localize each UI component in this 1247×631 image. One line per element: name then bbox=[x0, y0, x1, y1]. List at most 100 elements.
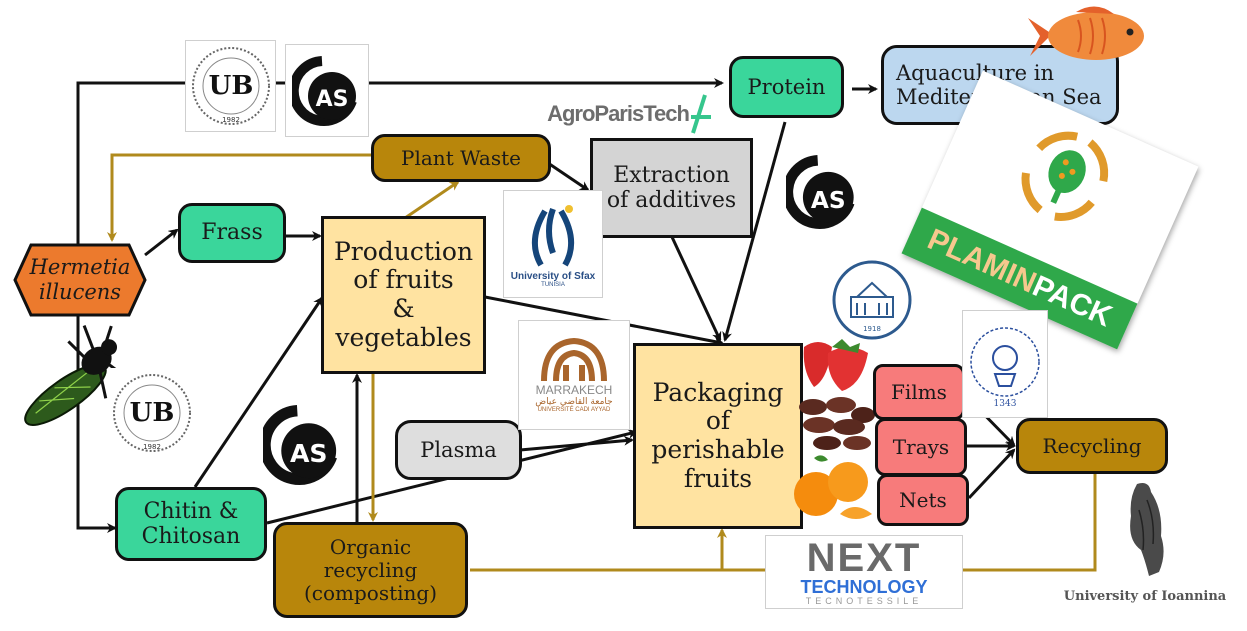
packaging-line1: Packaging bbox=[652, 377, 784, 407]
films-node[interactable]: Films bbox=[873, 364, 965, 420]
svg-text:1982: 1982 bbox=[222, 116, 240, 124]
oranges-icon bbox=[794, 455, 872, 519]
production-line3: & bbox=[392, 294, 415, 323]
svg-text:1918: 1918 bbox=[863, 325, 881, 333]
production-line2: of fruits bbox=[353, 265, 454, 295]
packaging-line4: fruits bbox=[683, 463, 753, 493]
cas-logo-top: AS bbox=[285, 44, 369, 137]
organic-line1: Organic bbox=[329, 534, 412, 559]
aquaculture-line1: Aquaculture in bbox=[896, 60, 1055, 85]
unibas-seal-icon: UB 1982 bbox=[113, 374, 191, 452]
trays-node[interactable]: Trays bbox=[875, 418, 967, 476]
plaminpack-logo: PLAMINPACK bbox=[901, 70, 1199, 350]
recycling-label: Recycling bbox=[1042, 433, 1142, 458]
unibas-seal-icon: UB 1982 bbox=[191, 47, 270, 125]
svg-text:1343: 1343 bbox=[994, 399, 1017, 409]
svg-text:AS: AS bbox=[811, 187, 846, 214]
production-line4: vegetables bbox=[335, 322, 472, 352]
sfax-logo: University of Sfax TUNISIA bbox=[503, 190, 603, 298]
organic-recycling-node[interactable]: Organic recycling (composting) bbox=[273, 522, 468, 618]
ioannina-label: University of Ioannina bbox=[1050, 585, 1240, 607]
fish-icon bbox=[1028, 6, 1144, 60]
arrow-chitin-to-production bbox=[193, 296, 324, 488]
unibas-logo-bottom: UB 1982 bbox=[108, 368, 196, 458]
packaging-line2: of bbox=[705, 406, 731, 436]
strawberries-icon bbox=[803, 339, 868, 391]
next-technology-logo: NEXT TECHNOLOGY TECNOTESSILE bbox=[765, 535, 963, 609]
pisa-logo: 1343 bbox=[962, 310, 1048, 418]
arrow-extraction-to-packaging bbox=[670, 236, 722, 342]
chitin-line1: Chitin & bbox=[143, 498, 239, 524]
arrow-plasma-to-packaging bbox=[519, 435, 634, 452]
organic-line3: (composting) bbox=[303, 580, 438, 605]
arrow-production-to-plantwaste bbox=[404, 180, 460, 220]
cas-mark-icon: AS bbox=[263, 405, 337, 485]
agroparistech-text: AgroParisTech bbox=[547, 101, 690, 126]
extraction-node[interactable]: Extraction of additives bbox=[590, 138, 753, 238]
fly-icon bbox=[24, 325, 131, 426]
production-node[interactable]: Production of fruits & vegetables bbox=[321, 216, 486, 374]
unibas-logo-top: UB 1982 bbox=[185, 40, 276, 132]
agroparistech-mark-icon bbox=[690, 94, 711, 134]
next-text: NEXT bbox=[806, 535, 922, 580]
arrow-hermetia-to-protein bbox=[76, 78, 724, 250]
building-logo: 1918 bbox=[830, 258, 914, 342]
cas-logo-bottom: AS bbox=[262, 400, 344, 490]
plant-waste-label: Plant Waste bbox=[401, 145, 521, 170]
frass-node[interactable]: Frass bbox=[178, 203, 286, 263]
protein-label: Protein bbox=[747, 74, 826, 99]
plaminpack-tree-icon bbox=[1021, 131, 1109, 221]
nets-node[interactable]: Nets bbox=[877, 474, 969, 526]
marrakech-arch-icon bbox=[541, 337, 607, 382]
hermetia-node[interactable] bbox=[13, 243, 147, 317]
tecnotessile-text: TECNOTESSILE bbox=[805, 595, 923, 606]
arrow-plantwaste-to-extraction bbox=[547, 161, 590, 192]
gold-loop-line bbox=[470, 474, 1097, 572]
svg-text:1982: 1982 bbox=[143, 443, 161, 451]
ioannina-eagle-icon bbox=[1130, 483, 1164, 576]
films-label: Films bbox=[891, 379, 947, 404]
agroparistech-logo: AgroParisTech bbox=[540, 92, 720, 136]
university-building-icon: 1918 bbox=[832, 260, 912, 340]
sfax-country: TUNISIA bbox=[541, 281, 565, 288]
plant-waste-node[interactable]: Plant Waste bbox=[371, 134, 551, 182]
marrakech-sub: UNIVERSITÉ CADI AYYAD bbox=[537, 407, 611, 413]
svg-text:UB: UB bbox=[208, 71, 253, 101]
hermetia-line1: Hermetia bbox=[29, 254, 131, 279]
marrakech-name: MARRAKECH bbox=[535, 383, 613, 397]
technology-text: TECHNOLOGY bbox=[800, 576, 928, 597]
sfax-mark-icon bbox=[532, 204, 574, 267]
svg-text:UB: UB bbox=[130, 398, 175, 428]
chitin-node[interactable]: Chitin & Chitosan bbox=[115, 487, 267, 561]
arrow-protein-to-packaging bbox=[722, 121, 787, 342]
packaging-node[interactable]: Packaging of perishable fruits bbox=[633, 343, 803, 529]
arrow-nets-to-recycling bbox=[967, 448, 1016, 500]
ioannina-text: University of Ioannina bbox=[1063, 588, 1227, 604]
protein-node[interactable]: Protein bbox=[729, 56, 844, 118]
plasma-node[interactable]: Plasma bbox=[395, 420, 522, 480]
organic-line2: recycling bbox=[323, 557, 418, 582]
recycling-node[interactable]: Recycling bbox=[1016, 418, 1168, 474]
cas-mark-icon: AS bbox=[786, 155, 855, 229]
svg-text:AS: AS bbox=[290, 439, 328, 468]
dates-icon bbox=[799, 397, 875, 450]
extraction-line1: Extraction bbox=[613, 162, 730, 188]
arrow-hermetia-to-frass bbox=[144, 228, 179, 257]
marrakech-arabic: جامعة القاضي عياض bbox=[535, 397, 613, 407]
extraction-line2: of additives bbox=[606, 188, 737, 213]
packaging-line3: perishable bbox=[651, 435, 785, 464]
trays-label: Trays bbox=[892, 434, 950, 459]
hermetia-label: Hermetia illucens bbox=[13, 245, 147, 315]
production-line1: Production bbox=[333, 236, 474, 266]
nets-label: Nets bbox=[899, 487, 947, 512]
chitin-line2: Chitosan bbox=[141, 524, 241, 549]
pisa-seal-icon: 1343 bbox=[970, 327, 1040, 409]
sfax-name: University of Sfax bbox=[510, 270, 596, 282]
svg-text:AS: AS bbox=[316, 87, 349, 112]
arrow-plantwaste-to-hermetia bbox=[107, 153, 372, 242]
marrakech-logo: MARRAKECH جامعة القاضي عياض UNIVERSITÉ C… bbox=[518, 320, 630, 430]
frass-label: Frass bbox=[201, 220, 263, 246]
cas-mark-icon: AS bbox=[292, 55, 357, 126]
cas-logo-middle: AS bbox=[783, 150, 863, 234]
